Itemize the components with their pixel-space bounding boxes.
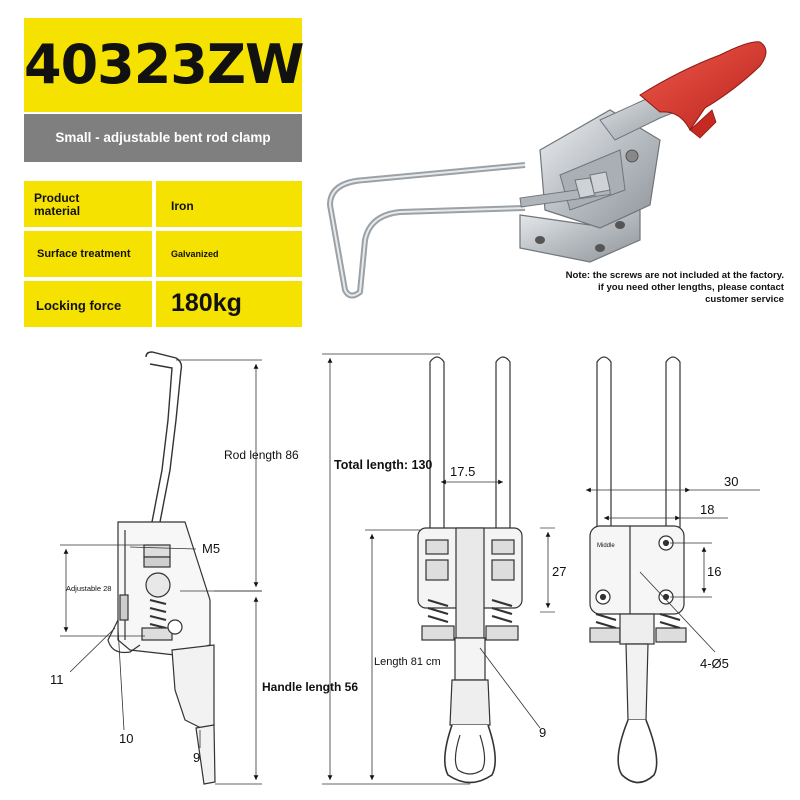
front-view-drawing — [322, 353, 555, 785]
callout-11: 11 — [50, 672, 64, 687]
front-view-labels: Total length: 130 17.5 27 Length 81 cm 9 — [334, 458, 566, 740]
spec-force-label-cell: Locking force — [24, 281, 152, 327]
callout-9-front: 9 — [539, 725, 546, 740]
model-banner: 40323ZW — [24, 18, 305, 112]
callout-10: 10 — [119, 731, 133, 746]
spec-surface-label: Surface treatment — [37, 248, 131, 260]
width-17-5-label: 17.5 — [450, 464, 475, 479]
spec-surface-value-cell: Galvanized — [156, 231, 302, 277]
dim-18-label: 18 — [700, 502, 714, 517]
spec-surface-label-cell: Surface treatment — [24, 231, 152, 277]
product-subtitle: Small - adjustable bent rod clamp — [55, 130, 271, 145]
spec-force-value: 180kg — [171, 289, 242, 317]
total-length-label: Total length: 130 — [334, 458, 432, 472]
spec-force-label: Locking force — [36, 298, 122, 313]
spec-surface-value: Galvanized — [171, 249, 219, 259]
side-view-labels: Rod length 86 M5 Adjustable 28 Handle le… — [50, 448, 358, 765]
model-number: 40323ZW — [24, 33, 305, 96]
side-view-drawing — [60, 351, 262, 785]
spec-material-value: Iron — [171, 199, 194, 213]
spec-material-value-cell: Iron — [156, 181, 302, 227]
handle-length-label: Handle length 56 — [262, 680, 358, 694]
dim-16-label: 16 — [707, 564, 721, 579]
callout-9-side: 9 — [193, 750, 200, 765]
middle-label: Middle — [597, 543, 615, 549]
clamp-product-photo — [327, 41, 767, 299]
spec-material-label: Product material — [34, 191, 81, 218]
factory-note: Note: the screws are not included at the… — [565, 270, 784, 305]
m5-label: M5 — [202, 541, 220, 556]
spec-material-label-cell: Product material — [24, 181, 152, 227]
rod-length-label: Rod length 86 — [224, 448, 299, 462]
height-27-label: 27 — [552, 564, 566, 579]
spec-force-value-cell: 180kg — [156, 281, 302, 327]
adjustable-label: Adjustable 28 — [66, 584, 111, 593]
dim-30-label: 30 — [724, 474, 738, 489]
length-81-label: Length 81 cm — [374, 656, 441, 668]
holes-label: 4-Ø5 — [700, 656, 729, 671]
back-view-drawing — [586, 356, 760, 784]
rod-length-text: Rod length 86 — [224, 448, 299, 462]
subtitle-banner: Small - adjustable bent rod clamp — [24, 114, 302, 162]
back-view-labels: 30 18 16 4-Ø5 Middle — [597, 474, 738, 671]
